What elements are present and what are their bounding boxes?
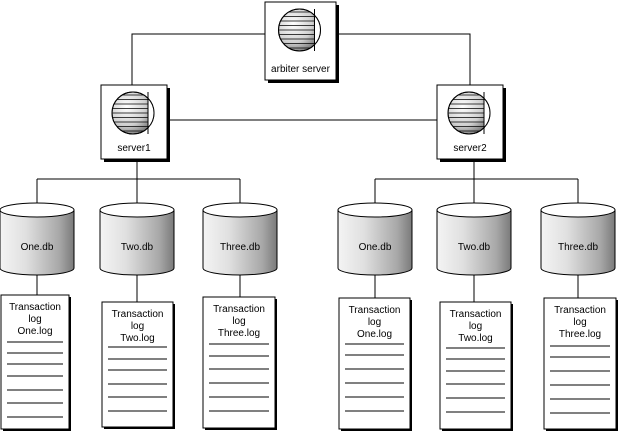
- database-label: Two.db: [121, 242, 154, 253]
- server-label: server2: [453, 143, 487, 154]
- log-label-line: log: [368, 317, 381, 328]
- server-icon: [447, 91, 491, 135]
- database-label: Three.db: [220, 242, 260, 253]
- server1-node: server1: [100, 84, 170, 162]
- log-label-line: Two.log: [120, 333, 154, 344]
- log-label-line: log: [28, 314, 41, 325]
- database-cylinder-icon: [202, 202, 278, 276]
- database-label: Two.db: [458, 242, 491, 253]
- log-label-line: Transaction: [349, 305, 401, 316]
- log-label-line: log: [232, 316, 245, 327]
- log-label-line: Three.log: [559, 329, 601, 340]
- log-label-line: log: [131, 321, 144, 332]
- server-icon: [278, 8, 321, 52]
- log-label-line: Three.log: [218, 328, 260, 339]
- log-label-line: Transaction: [112, 309, 164, 320]
- log-label-line: One.log: [17, 326, 52, 337]
- server-icon: [111, 91, 155, 135]
- log-label-line: Transaction: [213, 304, 265, 315]
- log-label-line: One.log: [357, 329, 392, 340]
- database-label: One.db: [21, 242, 54, 253]
- database-label: Three.db: [558, 242, 598, 253]
- database-label: One.db: [359, 242, 392, 253]
- database-cylinder-icon: [436, 202, 512, 276]
- log-label-line: Transaction: [554, 305, 606, 316]
- log-label-line: Two.log: [458, 333, 492, 344]
- database-cylinder-icon: [99, 202, 175, 276]
- log-label-line: log: [469, 321, 482, 332]
- server-label: server1: [117, 143, 151, 154]
- server2-node: server2: [436, 84, 506, 162]
- database-cylinder-icon: [0, 202, 75, 276]
- server-label: arbiter server: [271, 64, 331, 75]
- arbiter-server-node: arbiter server: [264, 1, 339, 83]
- database-cylinder-icon: [540, 202, 616, 276]
- arbiter-to-server2-line: [336, 33, 471, 85]
- arbiter-to-server1-line: [131, 33, 265, 85]
- database-cylinder-icon: [337, 202, 413, 276]
- connectors: [36, 33, 579, 203]
- log-label-line: log: [573, 317, 586, 328]
- log-label-line: Transaction: [450, 309, 502, 320]
- log-label-line: Transaction: [9, 302, 61, 313]
